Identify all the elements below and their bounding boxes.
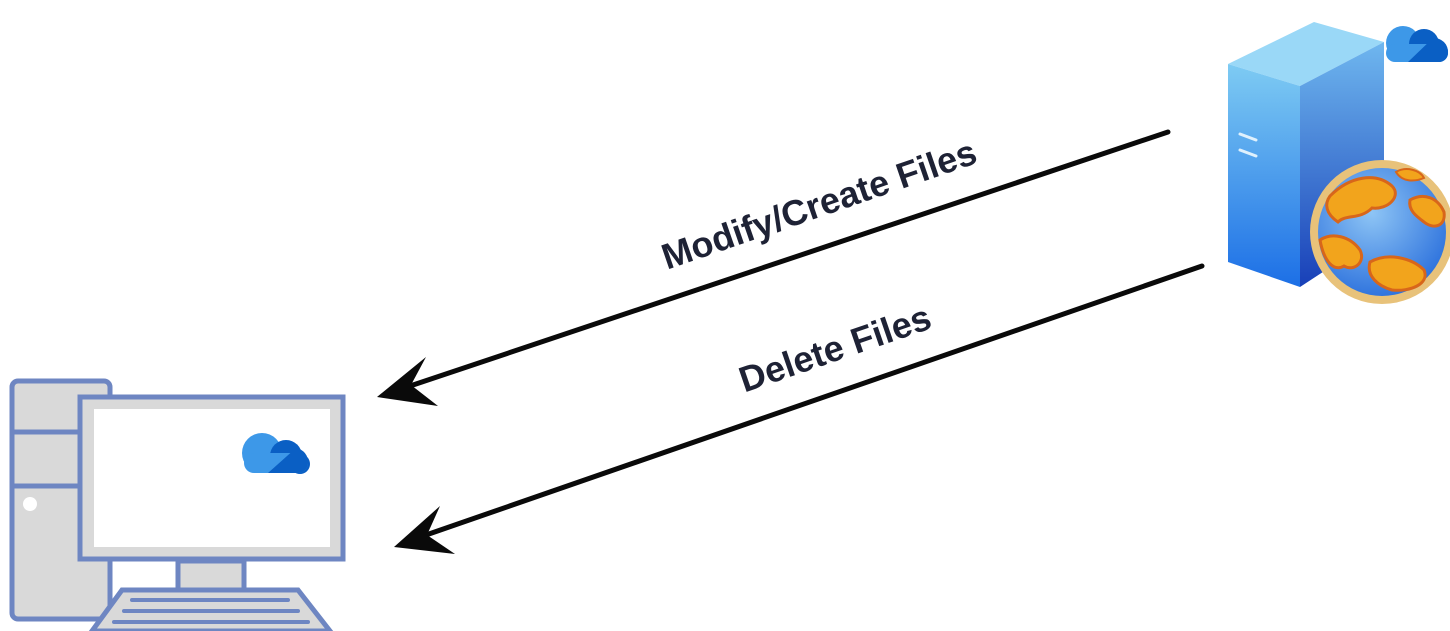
- edge-modify-create: [377, 129, 1171, 406]
- edge-label-modify-create: Modify/Create Files: [656, 131, 981, 277]
- power-button-icon: [23, 497, 37, 511]
- edge-label-delete: Delete Files: [734, 296, 937, 400]
- arrow-line: [423, 263, 1205, 538]
- desktop-computer-icon: [9, 378, 346, 631]
- arrowhead: [377, 357, 438, 406]
- onedrive-cloud-icon: [242, 433, 310, 474]
- monitor-stand: [175, 558, 247, 594]
- server-top: [1228, 22, 1384, 86]
- web-server-icon: [1228, 22, 1450, 304]
- globe-icon: [1310, 160, 1450, 304]
- arrowhead: [394, 506, 455, 554]
- monitor-screen: [94, 409, 330, 547]
- server-front: [1228, 64, 1300, 287]
- onedrive-cloud-icon: [1386, 26, 1449, 62]
- arrow-line: [407, 129, 1171, 389]
- edge-delete: [394, 263, 1205, 554]
